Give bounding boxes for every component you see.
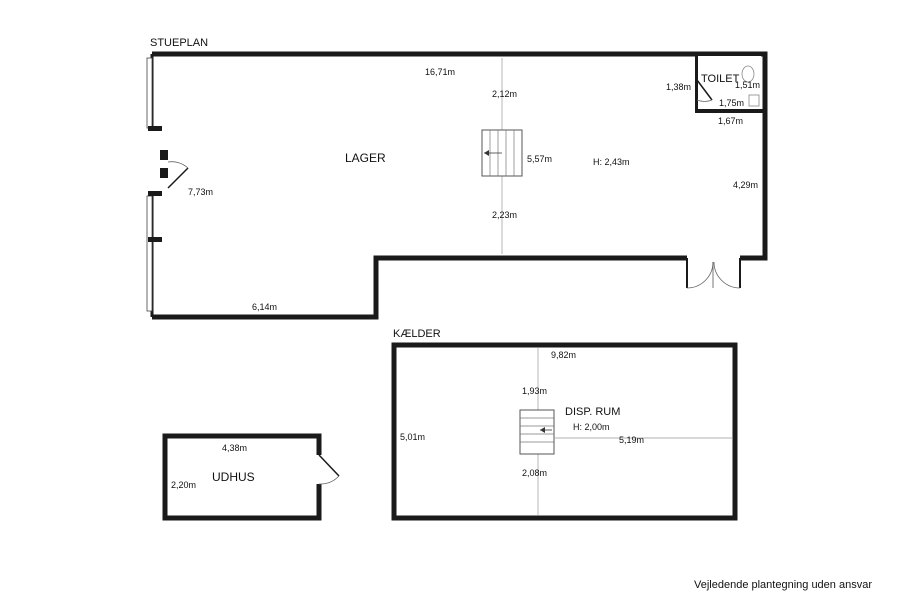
dim-basement-width: 9,82m (551, 350, 576, 360)
window-left-upper (146, 57, 153, 129)
udhus-label: UDHUS (212, 470, 255, 484)
toilet-room (698, 56, 761, 109)
lager-label: LAGER (345, 151, 386, 165)
disp-rum-label: DISP. RUM (565, 406, 620, 418)
stair-arrow-head (540, 427, 545, 433)
wall-stub (148, 126, 162, 131)
dim-right-depth: 4,29m (733, 180, 758, 190)
dim-bottom-left: 6,14m (252, 302, 277, 312)
lager-height: H: 2,43m (593, 157, 630, 167)
basement-title: KÆLDER (393, 328, 441, 340)
dim-basement-depth: 5,01m (400, 432, 425, 442)
dim-stair-top: 2,12m (492, 89, 517, 99)
dim-toilet-bottom: 1,67m (718, 116, 743, 126)
wall-stub (160, 150, 168, 160)
shed-outer-wall (162, 433, 322, 521)
wall-stub (148, 237, 162, 242)
left-door-swing (167, 161, 189, 169)
dim-stair-side: 5,57m (527, 154, 552, 164)
toilet-label: TOILET (701, 73, 740, 85)
dim-toilet-w2: 1,75m (719, 98, 744, 108)
dim-basement-stair-bottom: 2,08m (522, 468, 547, 478)
dim-left-depth: 7,73m (188, 187, 213, 197)
toilet-walls (695, 54, 765, 113)
disp-rum-height: H: 2,00m (573, 422, 610, 432)
stair-arrow-head (484, 150, 489, 156)
ground-floor-title: STUEPLAN (150, 37, 208, 49)
shed-door-swing (318, 475, 340, 485)
dim-shed-depth: 2,20m (171, 480, 196, 490)
dim-basement-right: 5,19m (619, 435, 644, 445)
wall-stub (160, 168, 168, 178)
dim-shed-width: 4,38m (222, 443, 247, 453)
sink-icon (748, 94, 760, 107)
basement-staircase (519, 409, 555, 455)
left-door-leaf (167, 167, 189, 189)
wall-stub (148, 191, 162, 196)
dim-toilet-w1: 1,51m (735, 80, 760, 90)
toilet-door-leaf (696, 79, 713, 101)
dim-toilet-left: 1,38m (666, 82, 691, 92)
shed-door-leaf (318, 454, 340, 477)
dim-stair-bottom: 2,23m (492, 210, 517, 220)
footer-disclaimer: Vejledende plantegning uden ansvar (694, 579, 872, 591)
toilet-door-swing (696, 99, 713, 102)
ground-outer-wall (152, 51, 768, 320)
dim-basement-stair-top: 1,93m (522, 386, 547, 396)
dim-ground-top: 16,71m (425, 67, 455, 77)
basement-outer-wall (391, 342, 738, 521)
toilet-icon (741, 65, 755, 83)
window-left-lower (146, 195, 153, 312)
double-door-swing (686, 261, 741, 289)
